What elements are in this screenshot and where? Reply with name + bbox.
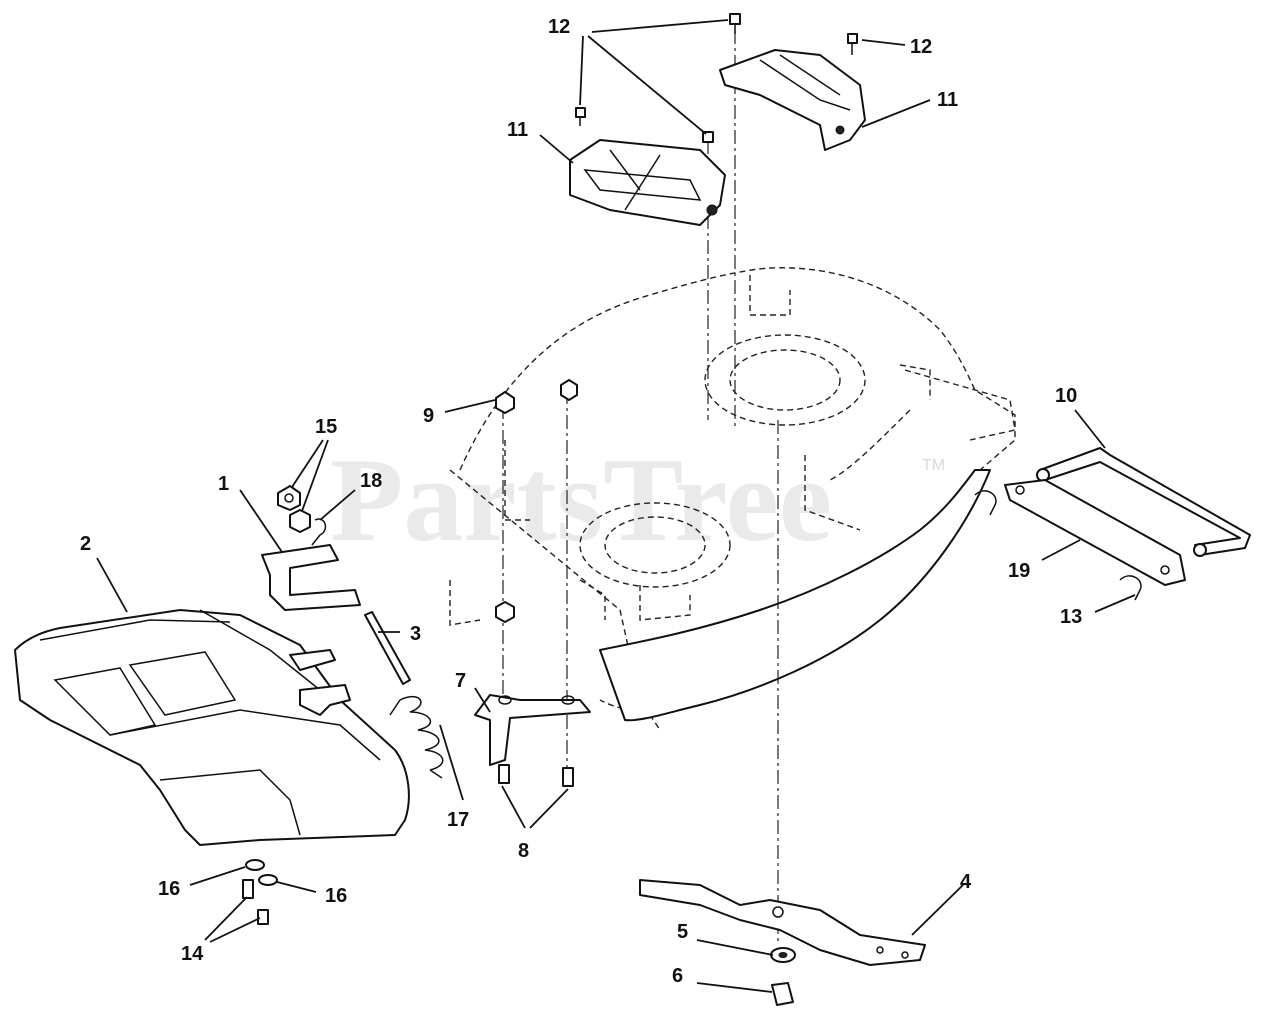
mower-blade — [639, 879, 926, 966]
callout-2: 2 — [80, 533, 91, 555]
washer-16-b — [258, 874, 278, 886]
watermark-text: PartsTree — [330, 433, 832, 566]
callout-6: 6 — [672, 965, 683, 987]
cotter-pin — [311, 518, 327, 546]
washer-16-a — [245, 859, 265, 871]
callout-11-left: 11 — [507, 119, 528, 141]
callout-1: 1 — [218, 473, 229, 495]
belt-cover-right — [719, 49, 866, 151]
callout-13: 13 — [1060, 606, 1082, 628]
callout-16-left: 16 — [158, 878, 180, 900]
bolt-8-a — [498, 764, 510, 784]
hinge-bracket — [299, 684, 351, 716]
torsion-spring — [389, 695, 444, 779]
callout-15: 15 — [315, 416, 337, 438]
bolt-12-top — [729, 13, 741, 34]
callout-18: 18 — [360, 470, 382, 492]
bolt-8-b — [562, 767, 574, 787]
callout-7: 7 — [455, 670, 466, 692]
callout-19: 19 — [1008, 560, 1030, 582]
hairpin-clip — [1119, 575, 1142, 601]
nut-top-center — [560, 379, 578, 401]
callout-12-right: 12 — [910, 36, 932, 58]
callout-14: 14 — [181, 943, 204, 965]
blade-washer — [770, 947, 796, 963]
nut-15-a — [277, 485, 301, 511]
callout-16-right: 16 — [325, 885, 347, 907]
nut-lower — [495, 601, 515, 623]
callout-11-right: 11 — [937, 89, 958, 111]
callout-labels: 12 12 11 11 9 10 15 18 1 2 19 13 3 7 17 … — [80, 16, 1082, 987]
nut-9 — [495, 391, 515, 414]
callout-10: 10 — [1055, 385, 1077, 407]
bolt-12-left — [575, 107, 586, 126]
deflector-handle — [1036, 447, 1251, 557]
callout-12-top: 12 — [548, 16, 570, 38]
blade-nut — [771, 982, 794, 1006]
bolt-12-mid — [702, 131, 714, 143]
callout-5: 5 — [677, 921, 688, 943]
pivot-rod — [364, 611, 411, 685]
leader-lines — [96, 19, 1136, 993]
hinge-plate — [289, 649, 336, 671]
nut-15-b — [289, 509, 311, 533]
screw-14-a — [242, 879, 254, 899]
bolt-12-right — [847, 33, 858, 55]
belt-cover-left — [569, 139, 726, 226]
mounting-bracket — [261, 544, 361, 611]
watermark-tm: TM — [922, 457, 945, 474]
screw-14-b — [257, 909, 269, 925]
discharge-deflector — [14, 609, 410, 846]
mower-deck — [449, 267, 1016, 731]
handle-bracket — [1004, 479, 1186, 586]
callout-17: 17 — [447, 809, 469, 831]
clip-on-deck — [974, 490, 997, 516]
deck-bracket — [474, 694, 591, 766]
callout-3: 3 — [410, 623, 421, 645]
callout-8: 8 — [518, 840, 529, 862]
callout-9: 9 — [423, 405, 434, 427]
callout-4: 4 — [960, 871, 972, 893]
